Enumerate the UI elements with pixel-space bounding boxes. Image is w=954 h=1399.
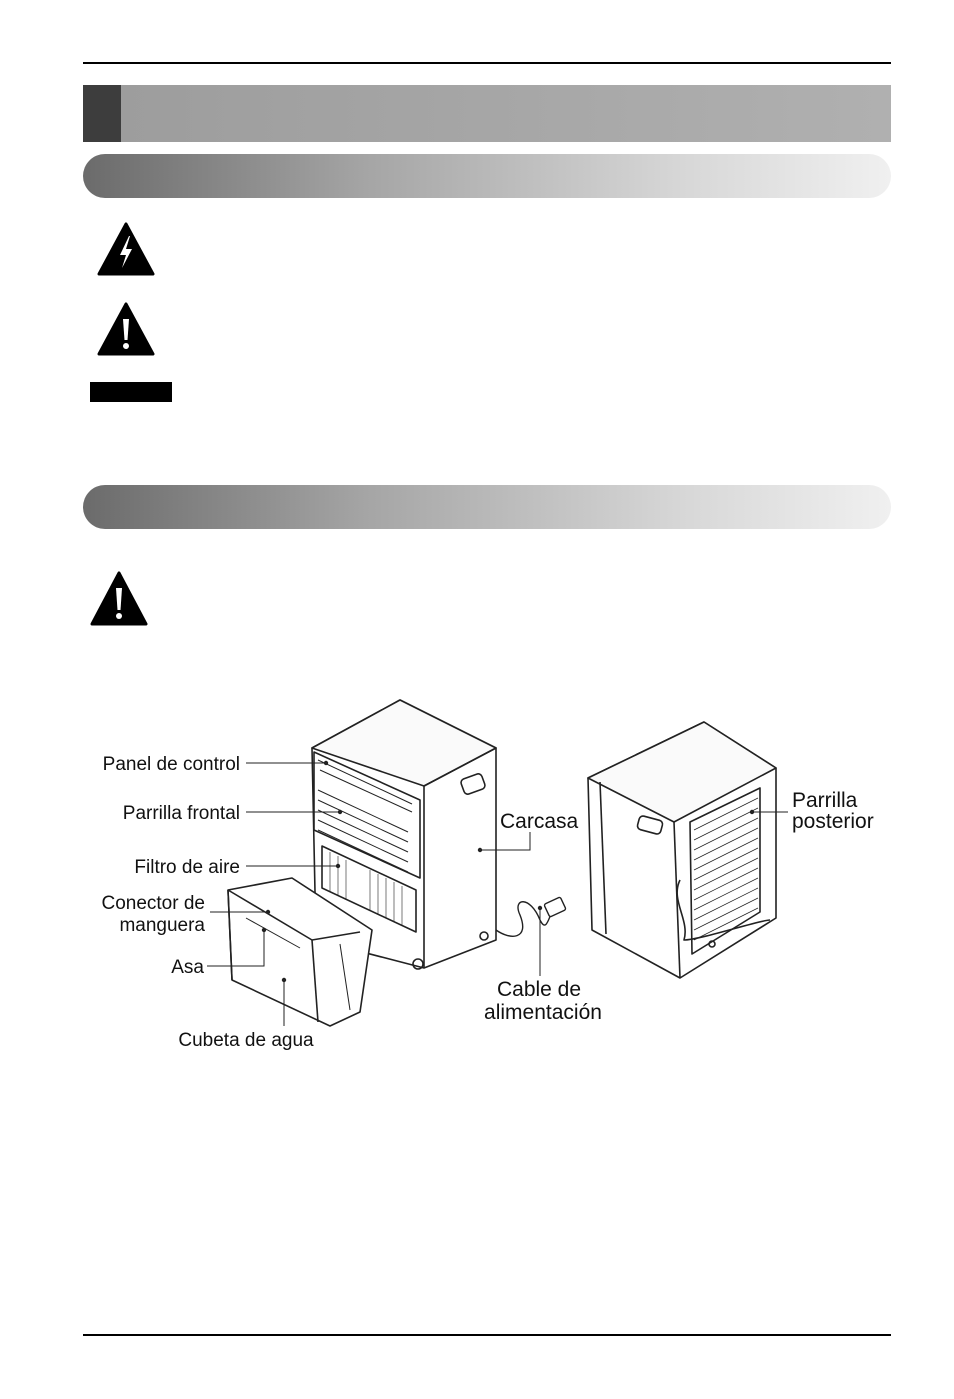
caution-warning-icon-2 bbox=[90, 571, 148, 626]
electric-shock-warning-icon bbox=[97, 222, 155, 276]
rear-unit-illustration bbox=[587, 721, 777, 979]
section-header-bar-2 bbox=[83, 485, 891, 529]
label-front-grille: Parrilla frontal bbox=[123, 803, 240, 824]
leader-lines bbox=[207, 762, 788, 1026]
label-power-cable-line2: alimentación bbox=[484, 1001, 602, 1024]
top-rule bbox=[83, 62, 891, 64]
dehumidifier-parts-diagram: Panel de control Parrilla frontal Filtro… bbox=[101, 699, 874, 1051]
bottom-rule bbox=[83, 1334, 891, 1336]
section-header-bar-1 bbox=[83, 154, 891, 198]
water-bucket-illustration bbox=[227, 877, 373, 1027]
label-housing: Carcasa bbox=[500, 810, 579, 833]
chapter-title-bar bbox=[83, 85, 891, 142]
label-air-filter: Filtro de aire bbox=[134, 857, 240, 878]
chapter-title-tab bbox=[83, 85, 121, 142]
label-water-bucket: Cubeta de agua bbox=[178, 1030, 314, 1051]
leader-dots bbox=[261, 760, 755, 983]
label-power-cable-line1: Cable de bbox=[497, 978, 581, 1001]
power-cable-illustration bbox=[495, 896, 567, 937]
label-handle: Asa bbox=[171, 957, 204, 978]
label-rear-grille-line1: Parrilla bbox=[792, 789, 858, 812]
label-hose-connector-line1: Conector de bbox=[101, 893, 205, 914]
front-unit-illustration bbox=[311, 699, 497, 970]
label-control-panel: Panel de control bbox=[103, 754, 240, 775]
caution-warning-icon-1 bbox=[97, 302, 155, 356]
label-rear-grille-line2: posterior bbox=[792, 810, 874, 833]
note-label-box bbox=[90, 382, 172, 402]
label-hose-connector-line2: manguera bbox=[119, 915, 205, 936]
